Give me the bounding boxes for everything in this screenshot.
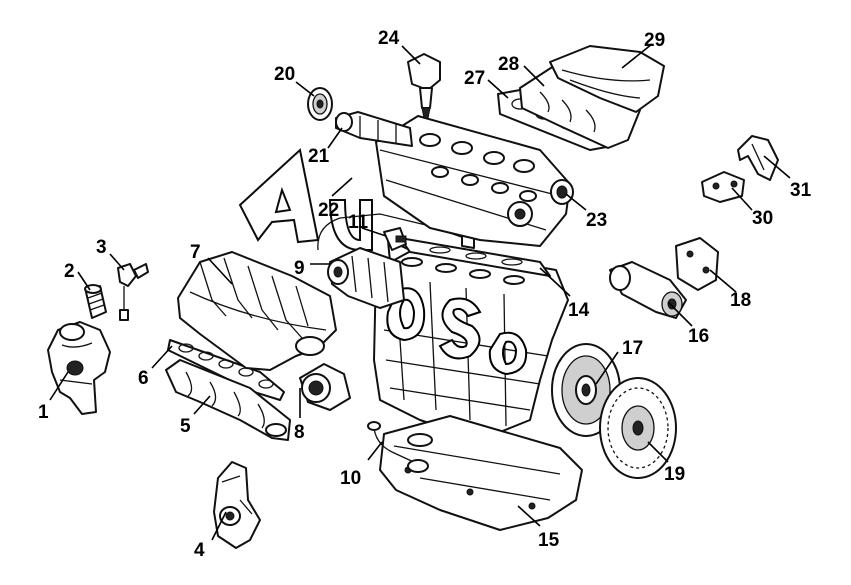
callout-16: 16 bbox=[688, 326, 709, 347]
callout-5: 5 bbox=[180, 416, 191, 437]
part-20-sprocket bbox=[307, 87, 333, 121]
callout-4: 4 bbox=[194, 540, 205, 561]
callout-18: 18 bbox=[730, 290, 751, 311]
part-18-housing bbox=[675, 237, 719, 291]
part-21-camshaft bbox=[335, 111, 413, 147]
callout-31: 31 bbox=[790, 180, 812, 201]
callout-2: 2 bbox=[64, 261, 75, 282]
callout-27: 27 bbox=[464, 68, 485, 89]
callout-7: 7 bbox=[190, 242, 201, 263]
part-11-sensor bbox=[383, 227, 407, 251]
callout-10: 10 bbox=[340, 468, 361, 489]
callout-8: 8 bbox=[294, 422, 305, 443]
part-9-crankshaft bbox=[327, 247, 405, 309]
part-24-ignition-coil bbox=[407, 53, 441, 119]
part-15-oil-pan bbox=[379, 415, 583, 531]
callout-15: 15 bbox=[538, 530, 560, 551]
callout-6: 6 bbox=[138, 368, 149, 389]
leader-lines bbox=[49, 43, 791, 541]
part-23-seal bbox=[550, 179, 574, 205]
callout-29: 29 bbox=[644, 30, 665, 51]
part-5-manifold bbox=[165, 359, 291, 441]
part-1-pump bbox=[47, 321, 111, 415]
callout-11: 11 bbox=[348, 212, 369, 233]
callout-3: 3 bbox=[96, 237, 107, 258]
callout-24: 24 bbox=[378, 28, 400, 49]
part-29-heat-shield bbox=[549, 45, 665, 113]
callout-20: 20 bbox=[274, 64, 295, 85]
callout-23: 23 bbox=[586, 210, 607, 231]
part-10-pickup bbox=[367, 421, 429, 473]
part-3-sensor bbox=[117, 263, 149, 321]
callout-19: 19 bbox=[664, 464, 685, 485]
part-7-intake-manifold bbox=[177, 251, 337, 371]
part-8-throttle bbox=[299, 363, 351, 411]
part-19-clutch-disc bbox=[599, 377, 677, 479]
part-31-mount bbox=[737, 135, 779, 181]
part-4-bracket bbox=[213, 461, 261, 549]
part-30-bracket bbox=[701, 171, 745, 203]
callout-1: 1 bbox=[38, 402, 49, 423]
cylinder-head bbox=[375, 115, 571, 247]
callout-labels: 1 2 3 4 5 6 7 8 9 10 11 14 15 16 17 18 1… bbox=[38, 28, 812, 561]
callout-28: 28 bbox=[498, 54, 519, 75]
part-17-flywheel bbox=[551, 343, 621, 437]
part-14-head-gasket bbox=[399, 237, 551, 277]
callout-21: 21 bbox=[308, 146, 330, 167]
callout-17: 17 bbox=[622, 338, 643, 359]
callout-9: 9 bbox=[294, 258, 305, 279]
callout-14: 14 bbox=[568, 300, 590, 321]
callout-30: 30 bbox=[752, 208, 773, 229]
callout-22: 22 bbox=[318, 200, 339, 221]
part-2-filter bbox=[84, 284, 107, 319]
